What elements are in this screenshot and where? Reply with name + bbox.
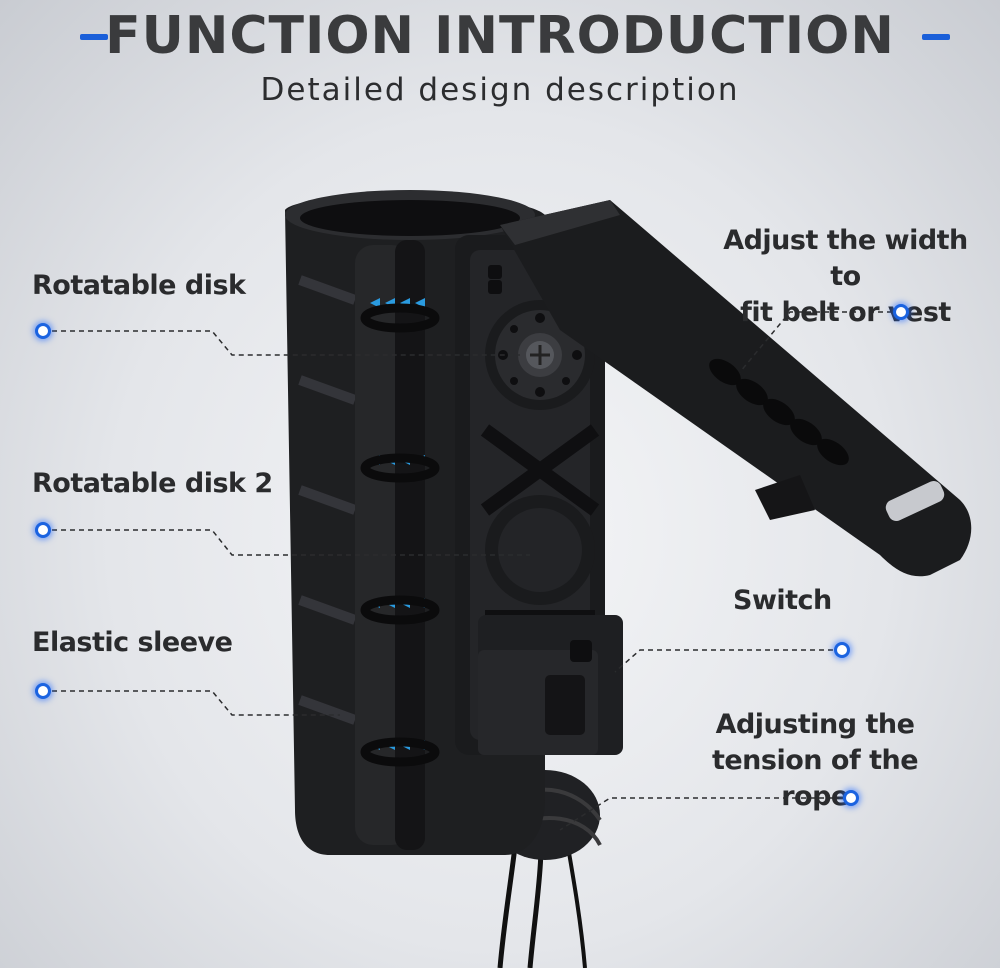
callout-dot-icon (893, 304, 909, 320)
callout-dot-icon (35, 683, 51, 699)
callout-rotatable-disk-label: Rotatable disk (32, 270, 246, 301)
callout-dot-icon (834, 642, 850, 658)
right-dash-icon (922, 34, 950, 40)
callout-dot-icon (35, 522, 51, 538)
callout-elastic-sleeve-label: Elastic sleeve (32, 627, 233, 658)
page-title: FUNCTION INTRODUCTION (105, 6, 895, 66)
callout-dot-icon (843, 790, 859, 806)
callout-adjust-width-line1: Adjust the width to (723, 225, 968, 292)
callout-tension-line2: tension of the rope (711, 745, 919, 812)
callout-rotatable-disk-2-label: Rotatable disk 2 (32, 468, 273, 499)
page-subtitle: Detailed design description (260, 72, 740, 108)
callout-adjust-width-line2: fit belt or vest (740, 297, 951, 328)
callout-tension-label: Adjusting the tension of the rope (685, 707, 945, 815)
header: FUNCTION INTRODUCTION (0, 6, 1000, 66)
callout-adjust-width-label: Adjust the width to fit belt or vest (718, 223, 973, 331)
left-dash-icon (80, 34, 108, 40)
callout-dot-icon (35, 323, 51, 339)
callout-tension-line1: Adjusting the (715, 709, 915, 740)
callout-switch-label: Switch (733, 585, 832, 616)
